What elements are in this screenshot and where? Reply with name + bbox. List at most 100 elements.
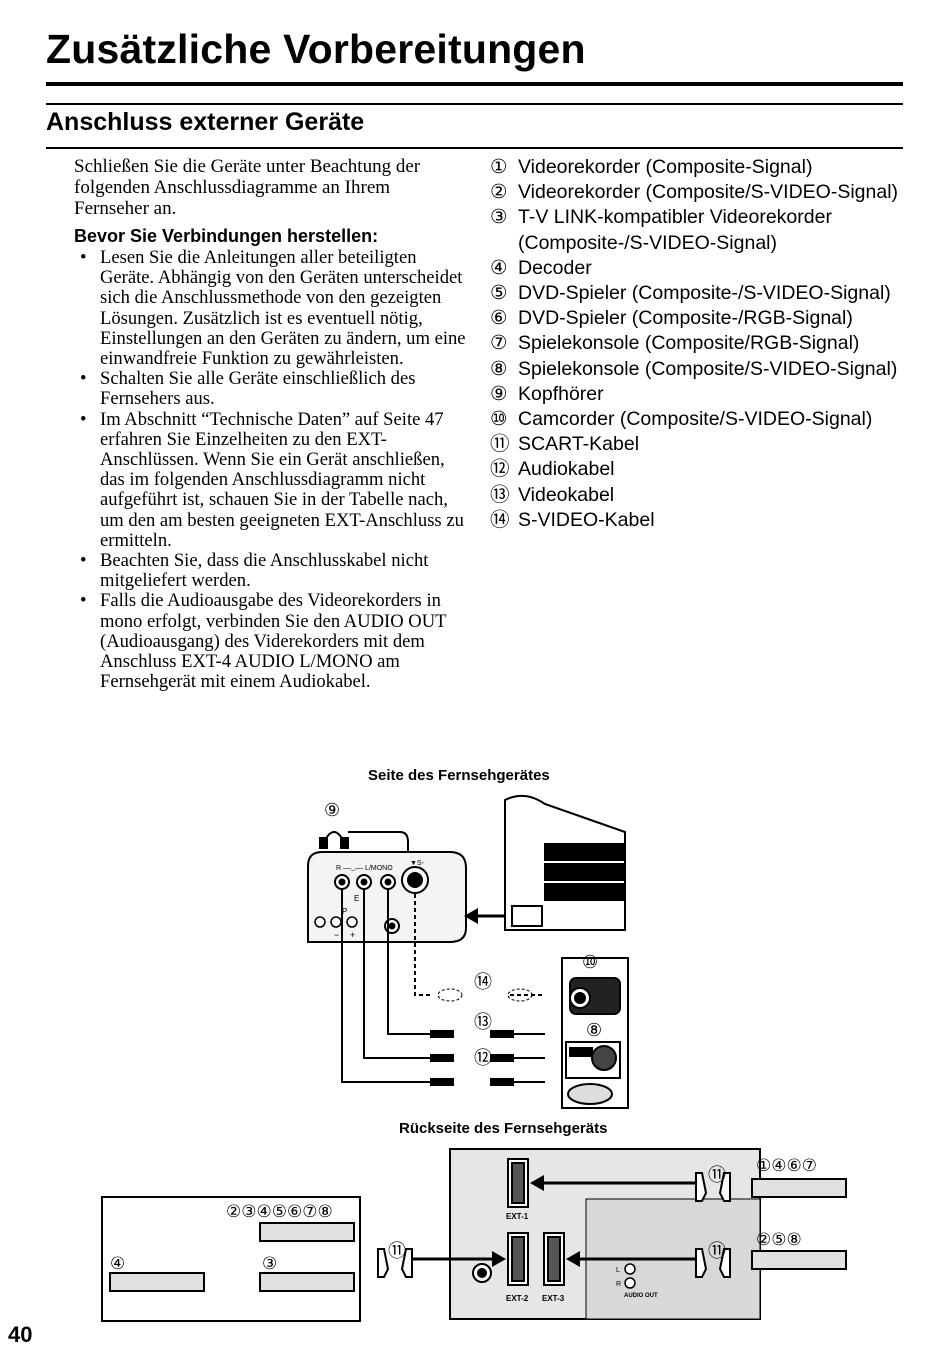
legend-text: DVD-Spieler (Composite-/S-VIDEO-Signal) (518, 282, 891, 305)
headphones-label: ⑨ (324, 800, 340, 820)
ext3-label: EXT-3 (542, 1294, 565, 1303)
scart-left-label: ⑪ (388, 1241, 406, 1261)
legend-item: ⑦ Spielekonsole (Composite/RGB-Signal) (490, 331, 900, 356)
legend-number: ⑬ (490, 483, 510, 506)
page-number: 40 (8, 1322, 33, 1347)
scart-ext3 (543, 1232, 565, 1286)
list-item: •Lesen Sie die Anleitungen aller beteili… (74, 247, 466, 369)
device-frame (561, 957, 629, 1109)
audio-cable-line-2 (341, 890, 545, 1083)
bullet-icon: • (80, 550, 87, 572)
legend-number: ③ (490, 206, 508, 229)
legend-number: ⑥ (490, 307, 508, 330)
bullet-text: Im Abschnitt “Technische Daten” auf Seit… (100, 408, 464, 551)
legend-text: Decoder (518, 256, 592, 279)
legend-item: ⑭ S-VIDEO-Kabel (490, 508, 900, 533)
audio-jacks (334, 874, 396, 890)
plug-icons (430, 1030, 514, 1086)
panel-plus-label: + (350, 930, 355, 940)
console-icon (565, 1041, 621, 1105)
instruction-list: •Lesen Sie die Anleitungen aller beteili… (74, 247, 466, 692)
legend-item: ⑧ Spielekonsole (Composite/S-VIDEO-Signal… (490, 357, 900, 382)
legend-number: ⑦ (490, 332, 508, 355)
legend-text: Audiokabel (518, 458, 615, 481)
audio-cable-line-1 (363, 890, 545, 1059)
legend-number: ① (490, 156, 508, 178)
legend-text: Videorekorder (Composite/S-VIDEO-Signal) (518, 181, 899, 204)
legend-text: Videokabel (518, 483, 615, 506)
legend-item: ④ Decoder (490, 256, 900, 281)
legend-number: ⑪ (490, 433, 510, 456)
legend-item: ① Videorekorder (Composite-Signal) (490, 155, 900, 180)
list-item: • Beachten Sie, dass die Anschlusskabel n… (74, 550, 466, 592)
group-all-label: ②③④⑤⑥⑦⑧ (226, 1202, 333, 1221)
legend-number: ⑧ (490, 357, 508, 380)
legend-item: ⑫ Audiokabel (490, 457, 900, 482)
legend-number: ⑤ (490, 282, 508, 305)
section-top-rule (46, 103, 903, 105)
legend-text: Kopfhörer (518, 382, 604, 405)
device-box-group (259, 1222, 355, 1242)
panel-buttons (314, 916, 358, 928)
legend-text: Videorekorder (Composite-Signal) (518, 156, 813, 178)
panel-e-label: E (354, 894, 359, 903)
svideo-cable-line (414, 894, 430, 996)
video-cable-label: ⑬ (474, 1012, 492, 1032)
legend-number: ⑫ (490, 458, 510, 481)
panel-s-label: ▼S- (410, 860, 425, 867)
svideo-cable-label: ⑭ (474, 972, 492, 992)
section-bottom-rule (46, 147, 903, 149)
panel-r-l-label: R —◡— L/MONO (336, 865, 393, 872)
scart-ext1 (507, 1158, 529, 1208)
camcorder-icon (569, 977, 621, 1015)
legend-item: ⑨ Kopfhörer (490, 382, 900, 407)
audio-l-label: L (616, 1267, 620, 1274)
console-label: ⑧ (586, 1020, 602, 1040)
legend-number: ⑭ (490, 508, 510, 531)
legend-number: ⑨ (490, 382, 508, 405)
page-title: Zusätzliche Vorbereitungen (46, 26, 586, 72)
ext2-label: EXT-2 (506, 1294, 529, 1303)
legend-text: Spielekonsole (Composite/RGB-Signal) (518, 332, 860, 355)
device-box-right (259, 1272, 355, 1292)
section-title: Anschluss externer Geräte (46, 108, 365, 136)
legend-text: T-V LINK-kompatibler Videorekorder (Comp… (518, 206, 832, 254)
list-item: • Schalten Sie alle Geräte einschließlich… (74, 368, 466, 410)
title-rule (46, 82, 903, 86)
device-box-top (751, 1178, 847, 1198)
devices-bottom-label: ②⑤⑧ (756, 1230, 802, 1249)
audio-cable-label: ⑫ (474, 1048, 492, 1068)
list-item: • Im Abschnitt “Technische Daten” auf Sei… (74, 408, 466, 551)
audio-out-jacks (624, 1263, 636, 1289)
bullet-icon: • (80, 368, 87, 390)
tv-side-view (504, 794, 626, 931)
rear-connection-diagram: EXT-1 EXT-2 EXT-3 L R AUDIO OUT ⑪ ⑪ ⑪ ⑪ … (101, 1148, 847, 1322)
bullet-text: Beachten Sie, dass die Anschlusskabel ni… (100, 550, 429, 592)
antenna-jack (472, 1263, 492, 1283)
audio-r-label: R (616, 1281, 621, 1288)
intro-text: Schließen Sie die Geräte unter Beachtung… (74, 156, 421, 219)
audio-out-label: AUDIO OUT (624, 1293, 658, 1299)
legend-item: ⑤ DVD-Spieler (Composite-/S-VIDEO-Signal) (490, 281, 900, 306)
bullet-icon: • (80, 247, 87, 268)
headphones-icon (319, 831, 349, 849)
legend-number: ④ (490, 256, 508, 279)
legend-text: Spielekonsole (Composite/S-VIDEO-Signal) (518, 357, 898, 380)
rear-caption: Rückseite des Fernsehgeräts (399, 1120, 608, 1137)
scart-top-label: ⑪ (708, 1165, 726, 1185)
legend-item: ⑪ SCART-Kabel (490, 432, 900, 457)
bullet-text: Schalten Sie alle Geräte einschließlich … (100, 368, 416, 410)
devices-top-label: ①④⑥⑦ (756, 1156, 817, 1175)
bullet-icon: • (80, 408, 87, 430)
legend-text: S-VIDEO-Kabel (518, 508, 655, 531)
bullet-icon: • (80, 590, 87, 612)
legend-text: Camcorder (Composite/S-VIDEO-Signal) (518, 408, 873, 431)
before-heading: Bevor Sie Verbindungen herstellen: (74, 226, 379, 246)
scart-ext2 (507, 1232, 529, 1286)
left-device-label: ④ (110, 1254, 125, 1273)
legend-text: SCART-Kabel (518, 433, 640, 456)
